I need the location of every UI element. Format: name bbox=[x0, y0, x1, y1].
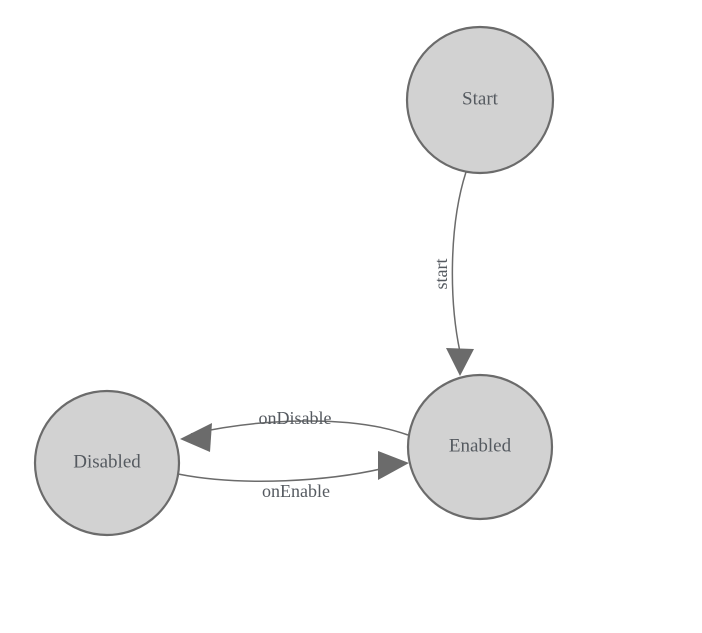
edge-disabled-to-enabled-path bbox=[177, 467, 386, 482]
node-disabled-circle bbox=[33, 389, 181, 537]
edge-enabled-to-disabled-arrowhead-icon bbox=[180, 423, 212, 452]
node-start-circle bbox=[405, 25, 555, 175]
node-enabled-label: Enabled bbox=[449, 435, 512, 456]
edge-disabled-to-enabled-arrowhead-icon bbox=[378, 451, 409, 480]
edge-start-to-enabled-arrowhead-icon bbox=[446, 348, 474, 376]
node-start-label: Start bbox=[462, 88, 499, 109]
edge-enabled-to-disabled-label: onDisable bbox=[259, 408, 332, 428]
edge-enabled-to-disabled[interactable]: onDisable bbox=[180, 408, 409, 452]
node-disabled[interactable]: Disabled bbox=[33, 389, 181, 537]
node-enabled[interactable]: Enabled bbox=[406, 373, 554, 521]
edge-start-to-enabled[interactable]: start bbox=[431, 171, 474, 376]
node-enabled-circle bbox=[406, 373, 554, 521]
node-disabled-label: Disabled bbox=[73, 451, 141, 472]
edge-disabled-to-enabled[interactable]: onEnable bbox=[177, 451, 409, 501]
edge-enabled-to-disabled-path bbox=[190, 420, 409, 436]
node-start[interactable]: Start bbox=[405, 25, 555, 175]
edge-start-to-enabled-path bbox=[451, 171, 467, 353]
edge-start-to-enabled-label: start bbox=[431, 259, 451, 290]
edge-disabled-to-enabled-label: onEnable bbox=[262, 481, 330, 501]
